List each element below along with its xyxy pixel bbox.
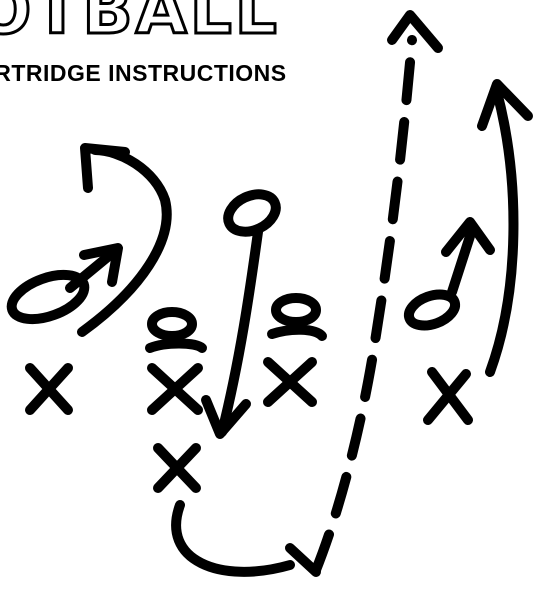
offense-player-mid-right (271, 293, 321, 327)
offense-player-right (403, 289, 461, 331)
right-short-arrowhead (441, 217, 495, 257)
offense-player-left (6, 269, 90, 325)
offense-player-center (223, 189, 281, 237)
football-logo: FOOTBALL (0, 0, 280, 49)
offense-left-arrowhead (79, 243, 123, 287)
defense-player-mid-right (263, 357, 317, 407)
dashed-route (311, 35, 417, 575)
right-short-route (447, 225, 477, 297)
mid-left-stem (145, 338, 207, 353)
cartridge-instructions-title: CARTRIDGE INSTRUCTIONS (0, 60, 287, 86)
offense-left-arrow-line (65, 250, 115, 293)
far-right-arrowhead (477, 79, 533, 131)
far-right-route (485, 87, 519, 377)
dashed-route-arrowhead (387, 10, 443, 53)
defense-player-mid-left (147, 363, 203, 415)
center-route-arrowhead (201, 395, 251, 439)
bottom-loop-arrowhead (285, 543, 321, 577)
center-route-line (217, 227, 263, 437)
left-route-arrowhead (80, 143, 130, 193)
defense-player-bottom (153, 443, 201, 493)
left-route-line (77, 145, 172, 337)
defense-player-left (25, 363, 73, 415)
defense-player-right (423, 367, 473, 425)
mid-right-stem (267, 324, 327, 341)
offense-player-mid-left (147, 307, 197, 341)
bottom-loop-route (171, 500, 295, 577)
